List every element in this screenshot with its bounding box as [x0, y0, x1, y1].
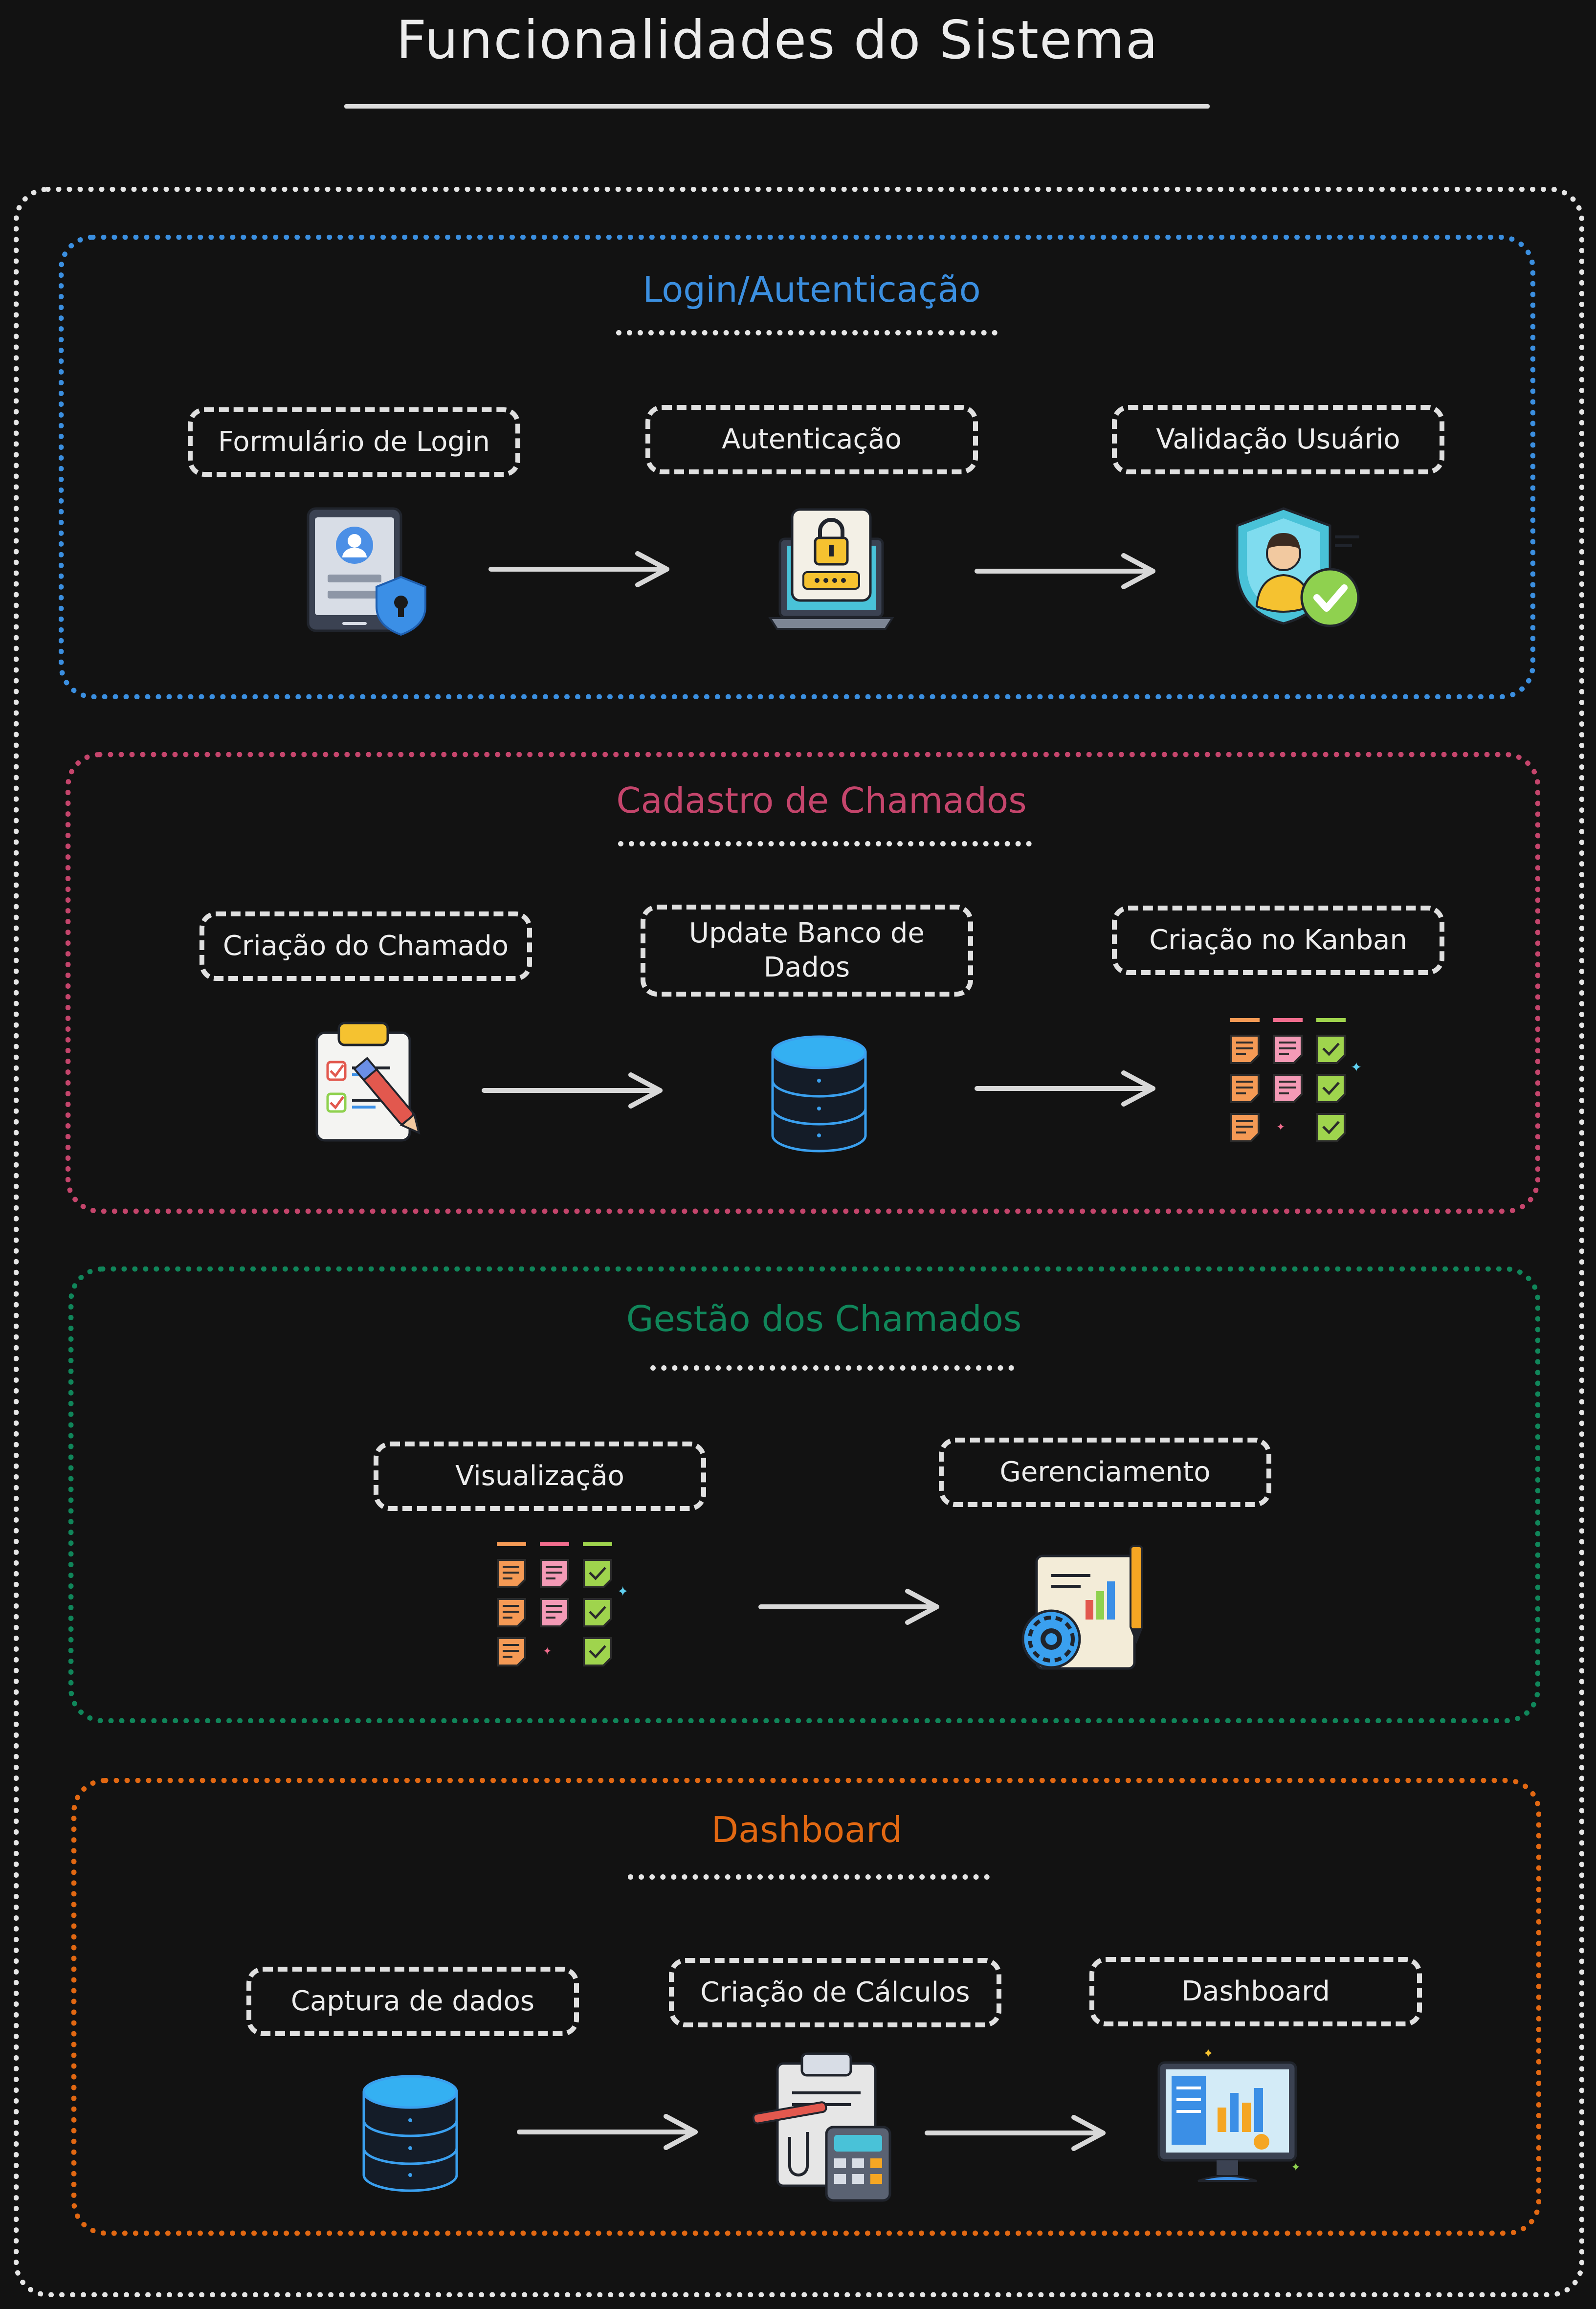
report-gear-icon: [1021, 1545, 1143, 1670]
section-dashboard: [71, 1778, 1541, 2236]
section-gestao-underline: [650, 1365, 1014, 1371]
step-captura-dados: Captura de dados: [246, 1967, 579, 2036]
section-login-title: Login/Autenticação: [643, 269, 981, 310]
arrow-2b: [977, 1073, 1153, 1104]
step-formulario-login: Formulário de Login: [188, 407, 520, 477]
section-gestao: [68, 1266, 1540, 1723]
user-verified-icon: [1236, 507, 1360, 627]
section-login: [59, 235, 1535, 699]
step-criacao-calculos: Criação de Cálculos: [669, 1958, 1001, 2027]
step-gerenciamento: Gerenciamento: [939, 1438, 1271, 1507]
section-cadastro-title: Cadastro de Chamados: [616, 780, 1027, 821]
section-gestao-title: Gestão dos Chamados: [626, 1298, 1022, 1339]
step-autenticacao: Autenticação: [645, 405, 978, 474]
arrow-2a: [484, 1075, 660, 1106]
monitor-chart-icon: ✦ ✦: [1157, 2046, 1301, 2182]
svg-text:✦: ✦: [1291, 2160, 1301, 2174]
svg-text:✦: ✦: [1203, 2046, 1214, 2061]
section-dashboard-title: Dashboard: [711, 1809, 903, 1850]
section-dashboard-underline: [628, 1874, 990, 1880]
calculator-clipboard-icon: [752, 2052, 891, 2202]
arrow-3a: [761, 1591, 937, 1622]
step-update-banco: Update Banco de Dados: [641, 905, 973, 997]
database-icon: [364, 2076, 457, 2191]
arrow-1a: [491, 554, 667, 585]
arrow-4b: [927, 2117, 1103, 2149]
arrow-1b: [977, 555, 1153, 587]
kanban-board-icon: [497, 1542, 628, 1665]
section-cadastro: [66, 752, 1540, 1214]
step-criacao-chamado: Criação do Chamado: [200, 911, 532, 981]
kanban-board-icon: [1230, 1018, 1362, 1141]
login-phone-icon: [307, 507, 426, 636]
title-underline: [344, 104, 1210, 109]
step-dashboard: Dashboard: [1089, 1957, 1422, 2026]
step-visualizacao: Visualização: [374, 1442, 706, 1511]
database-icon: [773, 1037, 865, 1151]
clipboard-checklist-icon: [315, 1021, 421, 1142]
arrow-4a: [519, 2116, 695, 2148]
system-frame: [14, 187, 1584, 2297]
page-title: Funcionalidades do Sistema: [396, 10, 1159, 71]
section-cadastro-underline: [618, 841, 1032, 846]
laptop-lock-icon: [768, 508, 894, 630]
section-login-underline: [616, 330, 998, 335]
step-criacao-kanban: Criação no Kanban: [1112, 906, 1444, 975]
step-validacao-usuario: Validação Usuário: [1112, 405, 1444, 474]
